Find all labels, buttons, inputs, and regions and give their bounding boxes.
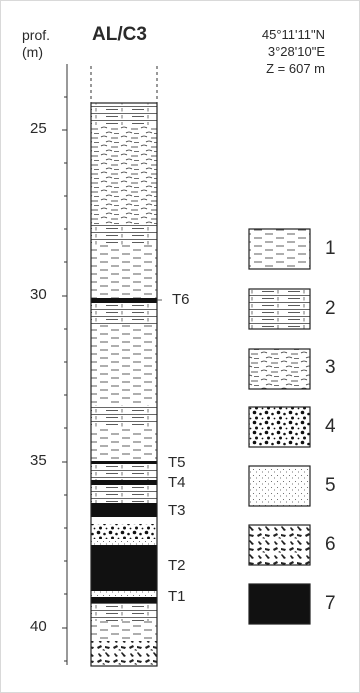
depth-tick-40: 40	[30, 618, 47, 635]
legend-swatch-1	[248, 228, 311, 270]
depth-label-line2: (m)	[22, 44, 43, 60]
longitude-label: 3°28'10"E	[267, 44, 325, 59]
marker-t5: T5	[168, 454, 186, 471]
legend-swatch-7	[248, 583, 311, 625]
legend-swatch-3	[248, 348, 311, 390]
core-id-title: AL/C3	[92, 24, 147, 45]
layer-t4	[91, 480, 157, 485]
legend-swatch-5	[248, 465, 311, 507]
layer-t2	[91, 545, 157, 591]
layer-t3	[91, 503, 157, 517]
legend	[248, 228, 311, 625]
marker-t1: T1	[168, 588, 186, 605]
stratigraphic-column	[90, 102, 158, 667]
legend-swatch-4	[248, 406, 311, 448]
layer-t5	[91, 461, 157, 464]
depth-tick-30: 30	[30, 286, 47, 303]
depth-tick-35: 35	[30, 452, 47, 469]
core-top-dashes	[90, 66, 158, 103]
legend-number-4: 4	[325, 416, 336, 437]
altitude-label: Z = 607 m	[266, 61, 325, 76]
legend-number-1: 1	[325, 238, 336, 259]
marker-t6: T6	[172, 291, 190, 308]
legend-number-2: 2	[325, 298, 336, 319]
layer-t6	[91, 298, 157, 303]
legend-number-3: 3	[325, 357, 336, 378]
core-coordinates: 45°11'11"N 3°28'10"E Z = 607 m	[262, 26, 325, 77]
legend-number-5: 5	[325, 475, 336, 496]
legend-swatch-2	[248, 288, 311, 330]
legend-swatch-6	[248, 524, 311, 566]
depth-label-line1: prof.	[22, 27, 51, 43]
depth-unit-label: prof. (m)	[22, 27, 50, 61]
depth-tick-25: 25	[30, 120, 47, 137]
latitude-label: 45°11'11"N	[261, 27, 325, 42]
marker-t2: T2	[168, 557, 186, 574]
marker-t3: T3	[168, 502, 186, 519]
marker-t4: T4	[168, 474, 186, 491]
depth-axis	[62, 64, 68, 665]
legend-number-6: 6	[325, 534, 336, 555]
layer-t1	[91, 597, 157, 603]
legend-number-7: 7	[325, 593, 336, 614]
